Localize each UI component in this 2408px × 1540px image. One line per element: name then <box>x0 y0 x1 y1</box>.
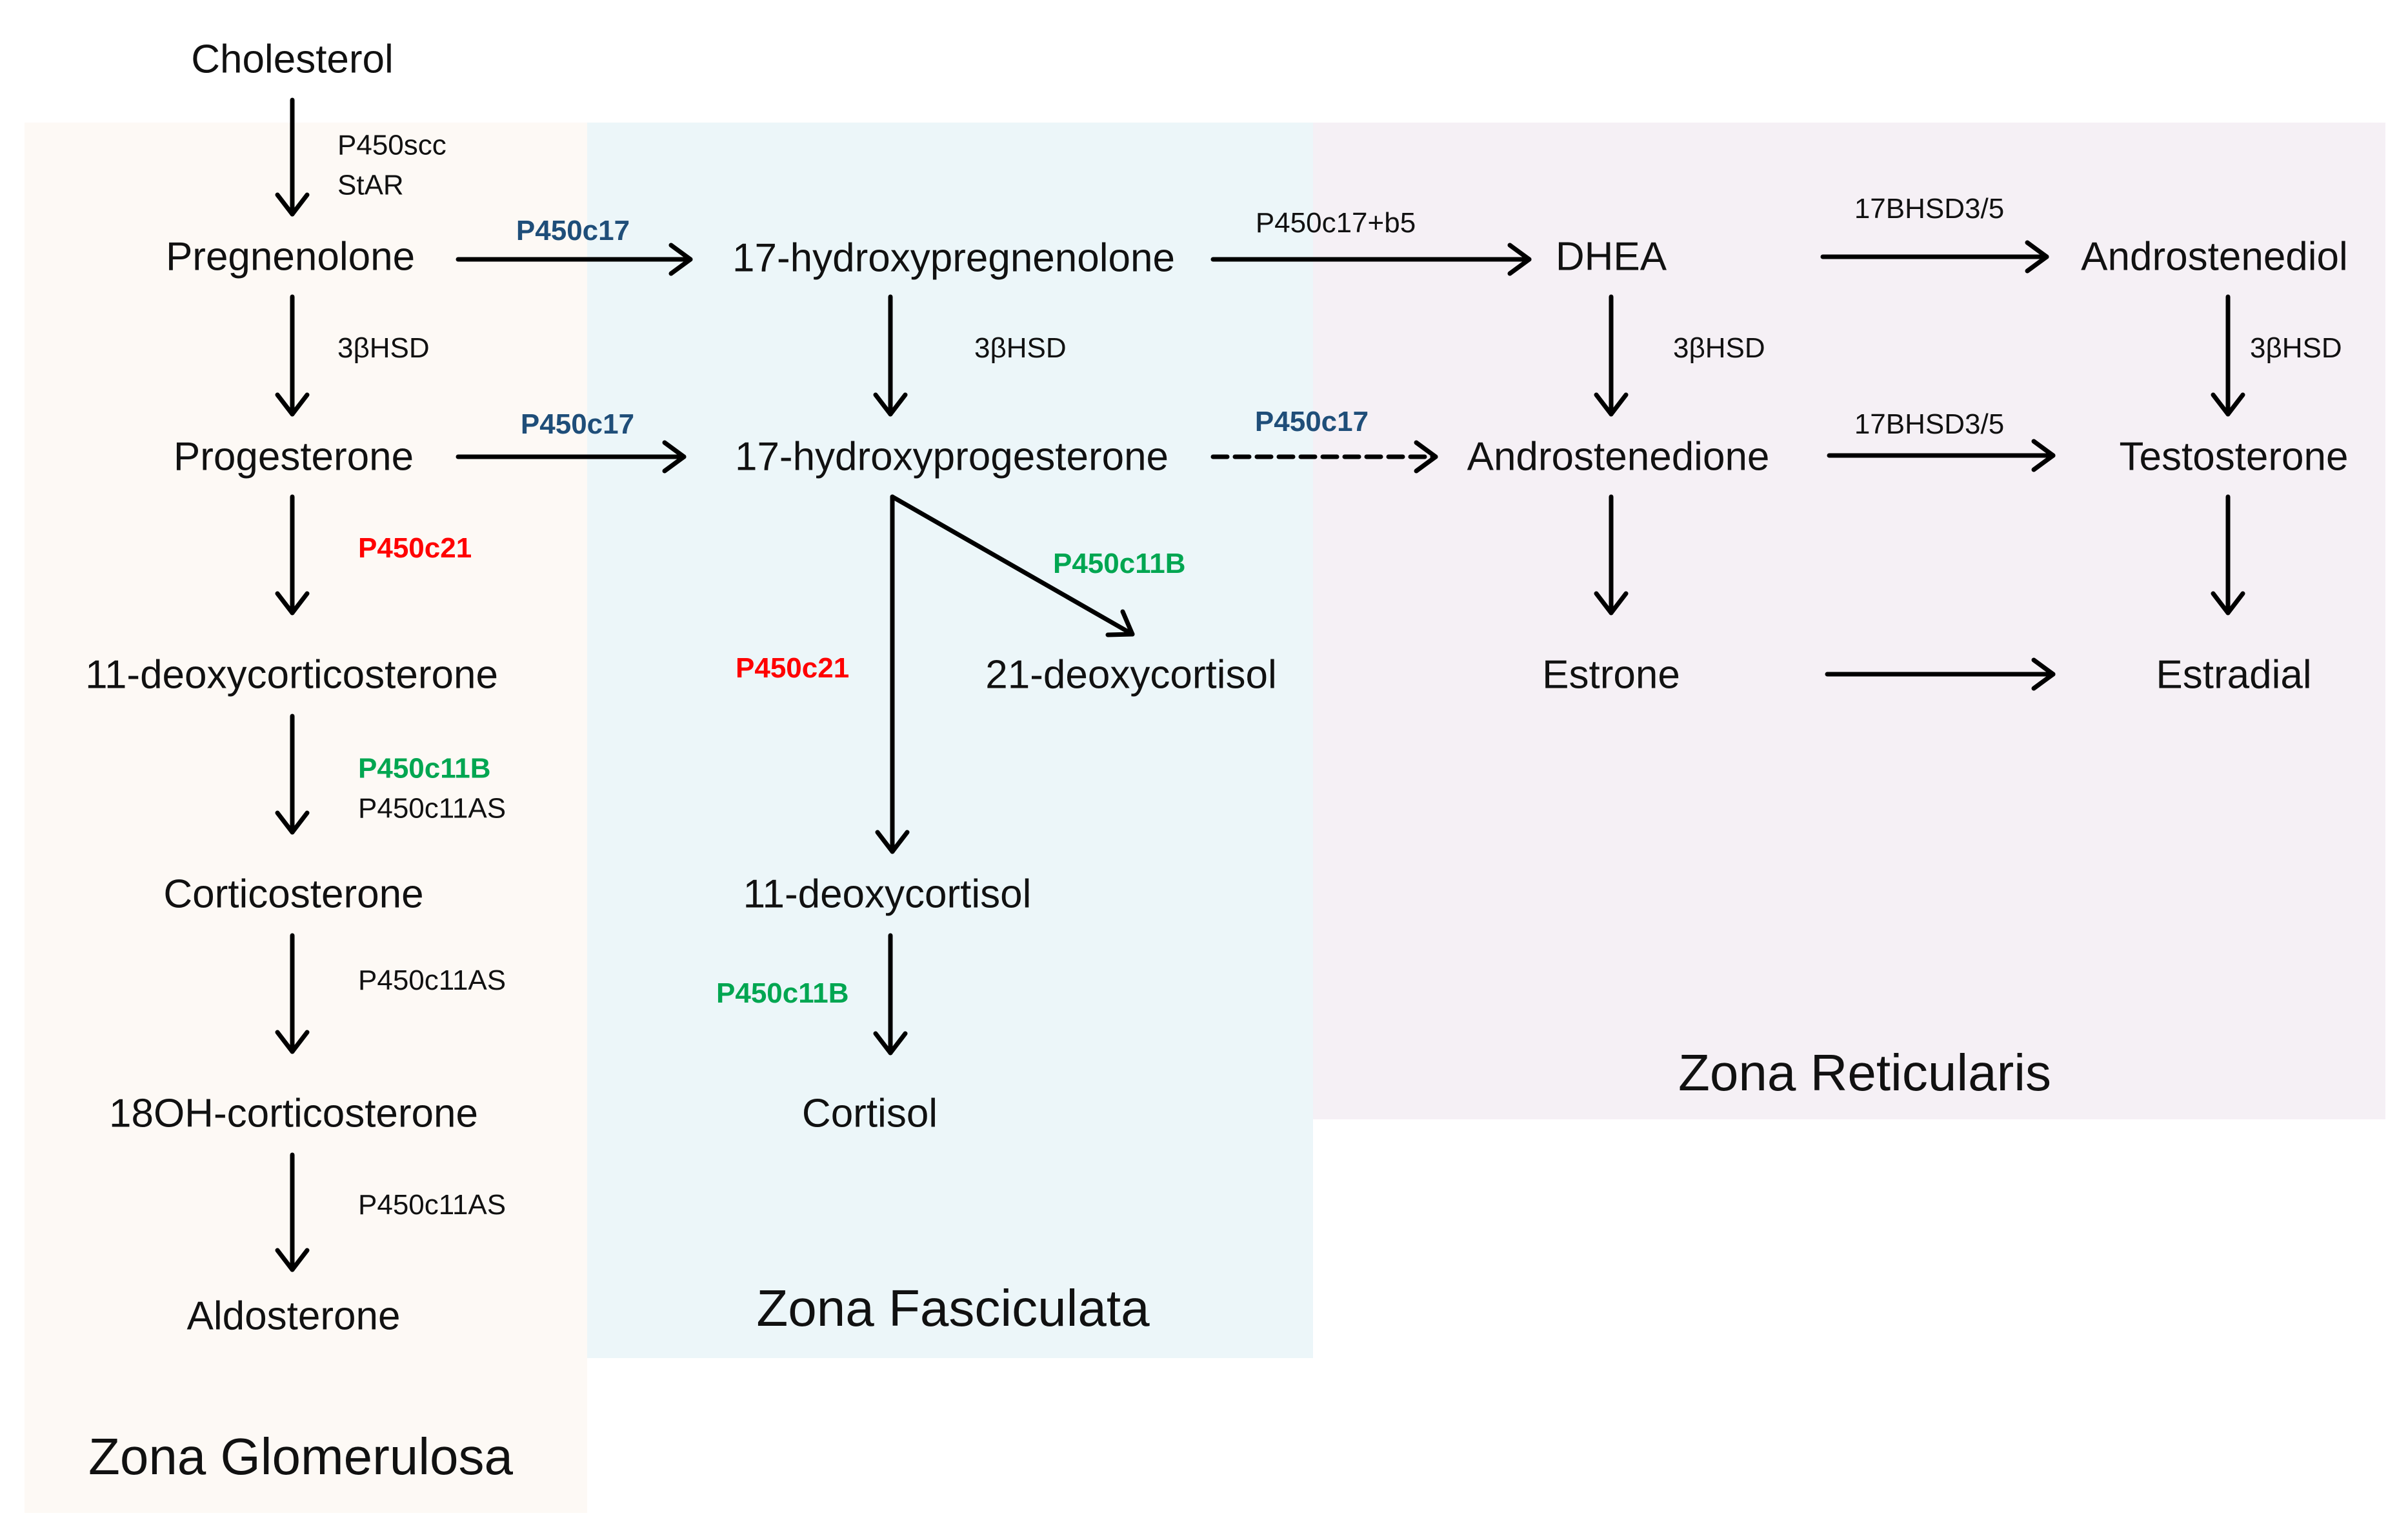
node-11-deoxycortisol: 11-deoxycortisol <box>743 872 1032 917</box>
node-pregnenolone: Pregnenolone <box>165 234 416 279</box>
arrow-18oh-aldosterone <box>275 1152 310 1272</box>
arrow-17ohprog-21deoxycortisol <box>890 494 1135 637</box>
zone-reticularis-region <box>1313 123 2385 1119</box>
node-androstenediol: Androstenediol <box>2081 234 2348 279</box>
node-corticosterone: Corticosterone <box>163 872 424 917</box>
enzyme-p450c11as-3: P450c11AS <box>358 1189 507 1221</box>
enzyme-p450c11b-21deoxycortisol: P450c11B <box>1053 548 1186 580</box>
arrow-deoxycorticosterone-corticosterone <box>275 714 310 835</box>
node-21-deoxycortisol: 21-deoxycortisol <box>985 652 1277 697</box>
enzyme-p450c17-row2: P450c17 <box>520 408 635 441</box>
arrow-androstenediol-testosterone <box>2211 294 2245 417</box>
enzyme-p450c17-row1: P450c17 <box>516 215 630 247</box>
enzyme-3bhsd-pregnenolone: 3βHSD <box>337 332 430 365</box>
enzyme-p450c11b-glomerulosa: P450c11B <box>358 752 491 785</box>
enzyme-3bhsd-17ohpreg: 3βHSD <box>974 332 1067 365</box>
node-11-deoxycorticosterone: 11-deoxycorticosterone <box>85 652 498 697</box>
arrow-cholesterol-pregnenolone <box>275 97 310 217</box>
node-dhea: DHEA <box>1555 234 1667 279</box>
enzyme-p450scc: P450scc <box>337 129 446 161</box>
enzyme-3bhsd-androstenediol: 3βHSD <box>2250 332 2342 365</box>
node-17-hydroxyprogesterone: 17-hydroxyprogesterone <box>734 434 1169 479</box>
zone-reticularis-label: Zona Reticularis <box>1678 1044 2052 1101</box>
arrow-androstenedione-estrone <box>1594 494 1629 615</box>
enzyme-p450c21-glomerulosa: P450c21 <box>358 532 472 565</box>
arrow-dhea-androstenediol <box>1820 240 2049 274</box>
arrow-dhea-androstenedione <box>1594 294 1629 417</box>
node-cortisol: Cortisol <box>801 1091 938 1136</box>
arrow-estrone-estradial <box>1825 657 2056 691</box>
node-estrone: Estrone <box>1542 652 1680 697</box>
node-aldosterone: Aldosterone <box>186 1294 401 1339</box>
enzyme-star: StAR <box>337 169 404 201</box>
enzyme-label-p450c11b-as: P450c11B P450c11AS <box>358 748 506 828</box>
arrow-corticosterone-18oh <box>275 933 310 1054</box>
arrow-progesterone-deoxycorticosterone <box>275 494 310 615</box>
arrow-17ohprog-androstenedione-dashed <box>1210 440 1438 474</box>
node-androstenedione: Androstenedione <box>1467 434 1770 479</box>
zone-glomerulosa-label: Zona Glomerulosa <box>88 1428 514 1485</box>
arrow-progesterone-17ohprog <box>456 440 687 474</box>
arrow-pregnenolone-17ohpreg <box>456 243 693 276</box>
enzyme-p450c11as-2: P450c11AS <box>358 965 507 997</box>
enzyme-3bhsd-dhea: 3βHSD <box>1673 332 1765 365</box>
node-progesterone: Progesterone <box>173 434 414 479</box>
enzyme-p450c11as-1: P450c11AS <box>358 792 507 824</box>
enzyme-p450c17-dashed: P450c17 <box>1254 406 1369 438</box>
zone-fasciculata-label: Zona Fasciculata <box>756 1279 1150 1337</box>
node-testosterone: Testosterone <box>2119 434 2349 479</box>
arrow-17ohprog-11deoxycortisol <box>875 494 910 854</box>
enzyme-17bhsd-row2: 17BHSD3/5 <box>1854 408 2005 441</box>
arrow-pregnenolone-progesterone <box>275 294 310 417</box>
enzyme-p450c17-b5: P450c17+b5 <box>1255 207 1416 239</box>
enzyme-17bhsd-row1: 17BHSD3/5 <box>1854 193 2005 225</box>
enzyme-p450c21-fasciculata: P450c21 <box>736 652 850 685</box>
node-estradial: Estradial <box>2156 652 2312 697</box>
node-17-hydroxypregnenolone: 17-hydroxypregnenolone <box>732 235 1175 281</box>
enzyme-label-p450scc-star: P450scc StAR <box>337 125 446 205</box>
zone-fasciculata-region <box>587 123 1313 1358</box>
enzyme-p450c11b-cortisol: P450c11B <box>716 977 849 1010</box>
arrow-17ohpreg-dhea <box>1210 243 1532 276</box>
node-18oh-corticosterone: 18OH-corticosterone <box>108 1091 479 1136</box>
arrow-testosterone-estradial <box>2211 494 2245 615</box>
arrow-17ohpreg-17ohprog <box>873 294 908 417</box>
arrow-androstenedione-testosterone <box>1827 439 2056 472</box>
node-cholesterol: Cholesterol <box>191 37 394 82</box>
arrow-11deoxycortisol-cortisol <box>873 933 908 1055</box>
